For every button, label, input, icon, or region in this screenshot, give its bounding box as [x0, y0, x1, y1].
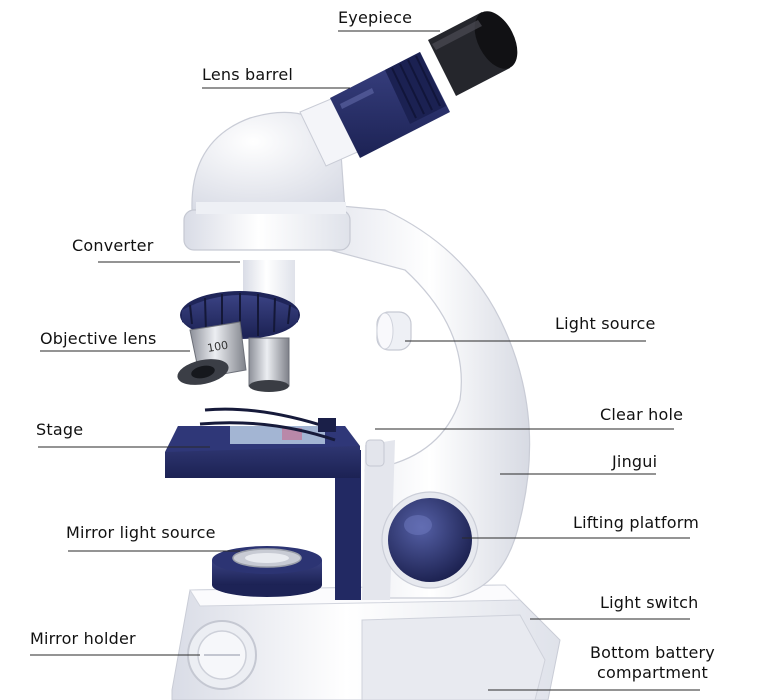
label-converter: Converter — [72, 236, 154, 255]
label-light-source: Light source — [555, 314, 656, 333]
objective-lens-left: 100 — [177, 321, 247, 385]
label-lens-barrel: Lens barrel — [202, 65, 294, 84]
label-mirror-light-source: Mirror light source — [66, 523, 216, 542]
lens-barrel-part — [330, 52, 450, 158]
lifting-platform-knob — [381, 491, 479, 589]
leader-lines — [30, 30, 700, 691]
microscope-head — [183, 95, 363, 251]
label-jingui: Jingui — [612, 452, 658, 471]
eyepiece-part — [428, 11, 518, 96]
label-objective-lens: Objective lens — [40, 329, 157, 348]
label-eyepiece: Eyepiece — [338, 8, 413, 27]
label-bottom-battery-compartment: Bottom battery compartment — [590, 643, 715, 683]
mirror-light-source-part — [212, 546, 322, 597]
label-lifting-platform: Lifting platform — [573, 513, 699, 532]
stage-platform — [165, 407, 360, 478]
label-light-switch: Light switch — [600, 593, 699, 612]
label-mirror-holder: Mirror holder — [30, 629, 136, 648]
objective-marking: 100 — [206, 339, 229, 355]
label-stage: Stage — [36, 420, 84, 439]
label-bottom-battery-line1: Bottom battery — [590, 643, 715, 662]
objective-lens-right — [248, 337, 290, 392]
label-clear-hole: Clear hole — [600, 405, 684, 424]
light-source-knob — [376, 311, 412, 351]
label-bottom-battery-line2: compartment — [596, 663, 708, 682]
clear-hole-part — [365, 439, 385, 467]
